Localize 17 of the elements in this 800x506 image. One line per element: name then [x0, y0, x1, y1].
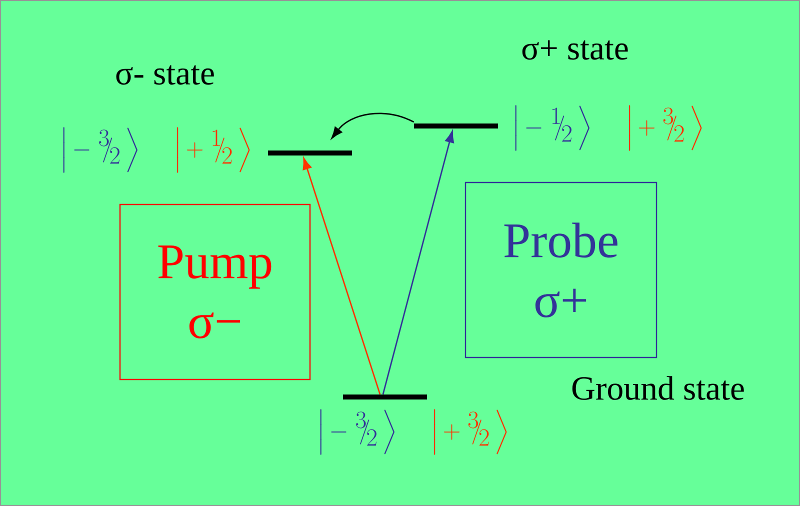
energy-level: [268, 150, 352, 156]
ket-formula: $\left|\,-\;{}^{1}\!\!/\!_{2}\,\right\rangle$: [515, 105, 590, 151]
state-label: σ+ state: [522, 40, 628, 60]
arrow: [331, 112, 414, 139]
arrow: [382, 130, 454, 394]
energy-level: [414, 124, 498, 128]
state-label: σ- state: [116, 65, 214, 85]
ket-formula: $\left|\,+\;{}^{3}\!\!/\!_{2}\,\right\rangle$: [434, 409, 507, 455]
ket-formula: $\left|\,+\;{}^{1}\!\!/\!_{2}\,\right\rangle$: [177, 127, 250, 173]
state-label: Ground state: [572, 376, 744, 400]
ket-formula: $\left|\,-\;{}^{3}\!\!/\!_{2}\,\right\rangle$: [63, 127, 138, 173]
ket-formula: $\left|\,-\;{}^{3}\!\!/\!_{2}\,\right\rangle$: [320, 409, 394, 455]
text-box: Pump σ−: [119, 204, 311, 380]
energy-level: [343, 394, 427, 400]
arrow: [302, 158, 381, 394]
text-box: Probe σ+: [464, 182, 658, 358]
ket-formula: $\left|\,+\;{}^{3}\!\!/\!_{2}\,\right\rangle$: [629, 105, 702, 151]
